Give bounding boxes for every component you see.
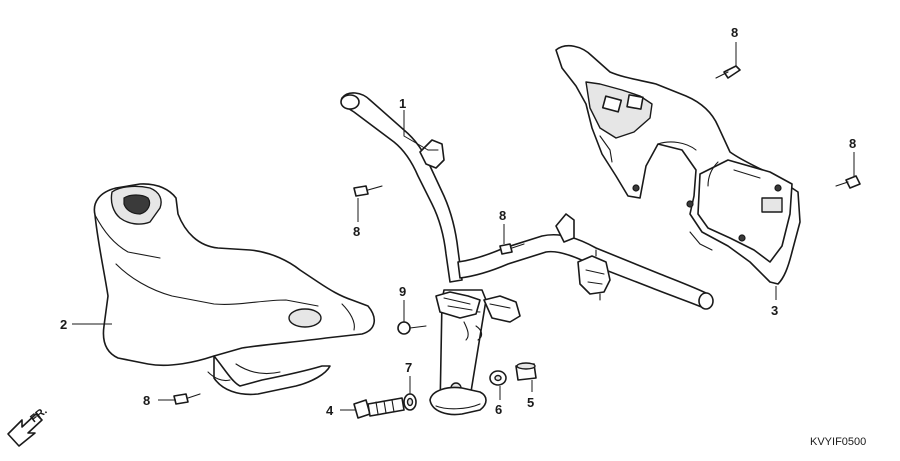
screw-8-rear-right bbox=[835, 175, 861, 189]
washer-7 bbox=[403, 393, 417, 411]
callout-8-rear-right: 8 bbox=[849, 136, 856, 151]
callout-2: 2 bbox=[60, 317, 67, 332]
callout-8-rear-top: 8 bbox=[731, 25, 738, 40]
callout-3: 3 bbox=[771, 303, 778, 318]
callout-5: 5 bbox=[527, 395, 534, 410]
callout-4: 4 bbox=[326, 403, 334, 418]
front-handlebar-cover bbox=[93, 183, 375, 396]
screw-8-rear-top bbox=[715, 65, 741, 79]
bolt-4 bbox=[353, 397, 405, 419]
callout-8-front-cover: 8 bbox=[143, 393, 150, 408]
front-direction-marker: FR. bbox=[7, 405, 50, 447]
screw-9 bbox=[397, 321, 427, 335]
diagram-code: KVYIF0500 bbox=[810, 436, 866, 448]
screw-8-front-cover bbox=[173, 393, 201, 405]
callout-6: 6 bbox=[495, 402, 502, 417]
collar-5 bbox=[515, 362, 537, 381]
callout-8-bar-center: 8 bbox=[499, 208, 506, 223]
callout-7: 7 bbox=[405, 360, 412, 375]
nut-6 bbox=[489, 370, 507, 386]
callout-1: 1 bbox=[399, 96, 406, 111]
callout-9: 9 bbox=[399, 284, 406, 299]
screw-8-bar-left bbox=[353, 185, 383, 197]
screw-8-bar-center bbox=[499, 243, 525, 255]
handlebar bbox=[340, 92, 714, 416]
leader-lines bbox=[72, 42, 855, 411]
callout-8-bar-left: 8 bbox=[353, 224, 360, 239]
rear-handlebar-cover bbox=[555, 44, 801, 285]
